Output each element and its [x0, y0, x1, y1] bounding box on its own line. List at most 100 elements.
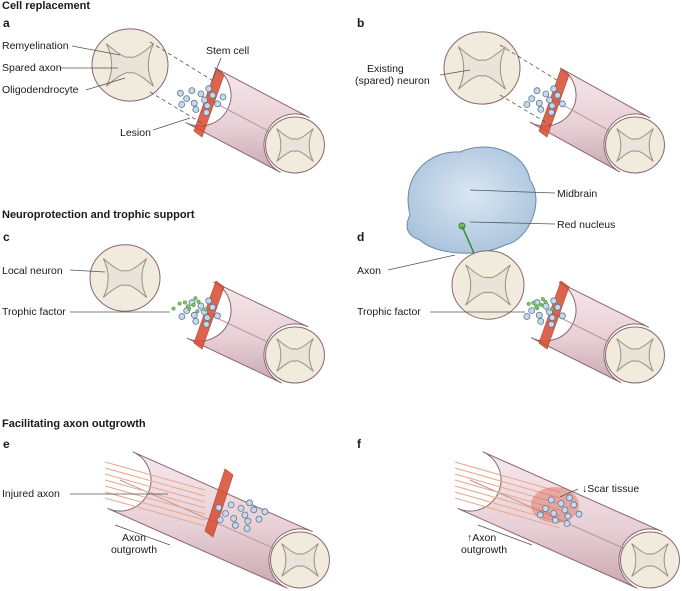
panel-a-projection-top [149, 41, 216, 83]
panel-b-cells-cell [542, 90, 550, 98]
panel-d-cells-cell [559, 312, 566, 320]
panel-c-trophic-dot [195, 309, 200, 314]
panel-c-trophic-dot [171, 306, 176, 311]
label-local-neuron: Local neuron [2, 265, 63, 277]
panel-a-small-section [91, 28, 169, 102]
panel-f-cells-cell [570, 501, 578, 509]
panel-e-cells-cell [237, 504, 245, 512]
panel-b-cord-end-section-grey-matter [616, 128, 654, 162]
panel-e-fibre [104, 497, 206, 527]
label-remyelination: Remyelination [2, 40, 69, 52]
panel-c-trophic-dot [191, 302, 196, 308]
label-trophic-factor-c: Trophic factor [2, 306, 66, 318]
panel-a-stem-cells-cell [176, 89, 184, 97]
panel-e-cord-end-section-grey-matter [281, 543, 319, 577]
label-existing-neuron-line1: Existing [367, 63, 404, 75]
panel-e-cells-cell [241, 511, 249, 519]
panel-b-cells-cell [559, 100, 566, 108]
panel-f-cord [457, 451, 680, 589]
bracket-axon-outgrowth-e [114, 524, 171, 546]
panel-d-cells-cell [523, 313, 531, 320]
panel-c-cells-cell [209, 303, 217, 311]
label-midbrain: Midbrain [557, 188, 598, 200]
panel-b-cells-cell [523, 101, 531, 108]
panel-a [60, 28, 325, 174]
panel-e-fibre [104, 461, 206, 491]
panel-letter-a: a [3, 16, 10, 30]
panel-f-cells-cell [564, 512, 572, 520]
panel-c-trophic-dot [185, 304, 190, 309]
section-title-cell-replacement: Cell replacement [2, 0, 91, 12]
panel-c-cord-end-section [265, 326, 325, 384]
panel-letter-f: f [357, 437, 361, 451]
panel-a-stem-cells-cell [205, 85, 213, 93]
label-axon-outgrowth-f-line2: outgrowth [461, 544, 508, 556]
panel-c-trophic-dot [182, 300, 187, 305]
panel-b-projection-bottom [499, 94, 551, 126]
panel-d-cells-cell [550, 297, 558, 305]
panel-c-small-section [89, 244, 161, 312]
panel-e-fibre [104, 491, 206, 521]
panel-f-fibre [454, 461, 561, 493]
panel-f-fibre [454, 485, 561, 517]
panel-e-cells-cell [222, 510, 229, 517]
panel-f-fibre [454, 473, 561, 505]
label-axon: Axon [357, 265, 381, 277]
panel-letter-c: c [3, 230, 10, 244]
panel-d-cells-cell [548, 314, 556, 322]
label-trophic-factor-d: Trophic factor [357, 306, 421, 318]
panel-e-cord-end-section [270, 531, 330, 589]
panel-b-cord [529, 67, 665, 174]
panel-d-trophic-dot [526, 301, 531, 306]
panel-e-fibre [104, 473, 206, 503]
panel-a-cord-end-section [265, 116, 325, 174]
leader-axon [387, 254, 456, 271]
panel-d-trophic-dot [543, 299, 548, 305]
panel-letter-d: d [357, 230, 365, 244]
panel-d-trophic-dot [539, 302, 544, 308]
panel-a-projection-bottom [149, 91, 206, 126]
leader-stem-cell [212, 57, 222, 79]
panel-b-cells-cell [535, 99, 543, 107]
panel-c-cells-cell [213, 312, 221, 320]
panel-a-stem-cells-cell [188, 87, 196, 94]
label-stem-cell: Stem cell [206, 45, 250, 57]
panel-e-fibre [104, 467, 206, 497]
panel-d-cells-cell [535, 311, 543, 319]
panel-b-cells-cell [533, 87, 541, 95]
panel-a-cord-end-section-grey-matter [276, 128, 314, 162]
panel-a-stem-cells [176, 85, 227, 116]
panel-b-cells-cell [550, 85, 558, 93]
panel-e-cells-cell [230, 515, 238, 522]
panel-e-cells-cell [261, 508, 269, 516]
panel-e-cells-cell [227, 501, 235, 509]
panel-f-cells-cell [536, 511, 544, 519]
panel-c-cord [186, 281, 325, 384]
panel-a-stem-cells-cell [203, 102, 211, 110]
panel-letter-e: e [3, 437, 10, 451]
panel-d-cells-cell [528, 307, 536, 315]
panel-a-stem-cells-cell [197, 90, 205, 98]
label-injured-axon: Injured axon [2, 488, 60, 500]
panel-d-trophic-dot [534, 304, 539, 309]
bracket-axon-outgrowth-f [477, 524, 533, 546]
panel-c-cells-cell [197, 302, 205, 310]
panel-f-cells-cell [557, 500, 565, 507]
panel-c-trophic-dot [177, 301, 182, 306]
panel-a-stem-cells-cell [214, 100, 222, 108]
panel-f [454, 451, 680, 589]
panel-d-cord-end-section [605, 326, 665, 384]
section-title-axon-outgrowth: Facilitating axon outgrowth [2, 418, 146, 430]
label-oligodendrocyte: Oligodendrocyte [2, 84, 79, 96]
label-scar-tissue: ↓Scar tissue [582, 483, 640, 495]
panel-b-cells [523, 85, 566, 116]
panel-b-cells-cell [546, 96, 553, 104]
panel-c-trophic-dot [193, 296, 198, 301]
panel-d-trophic-dot [531, 300, 536, 305]
panel-e-cells-cell [250, 506, 258, 514]
panel-b-small-section-grey-matter [457, 46, 507, 90]
panel-a-stem-cells-cell [209, 91, 217, 99]
panel-f-cord-end-section-grey-matter [631, 543, 669, 577]
panel-e-cells [215, 499, 269, 532]
